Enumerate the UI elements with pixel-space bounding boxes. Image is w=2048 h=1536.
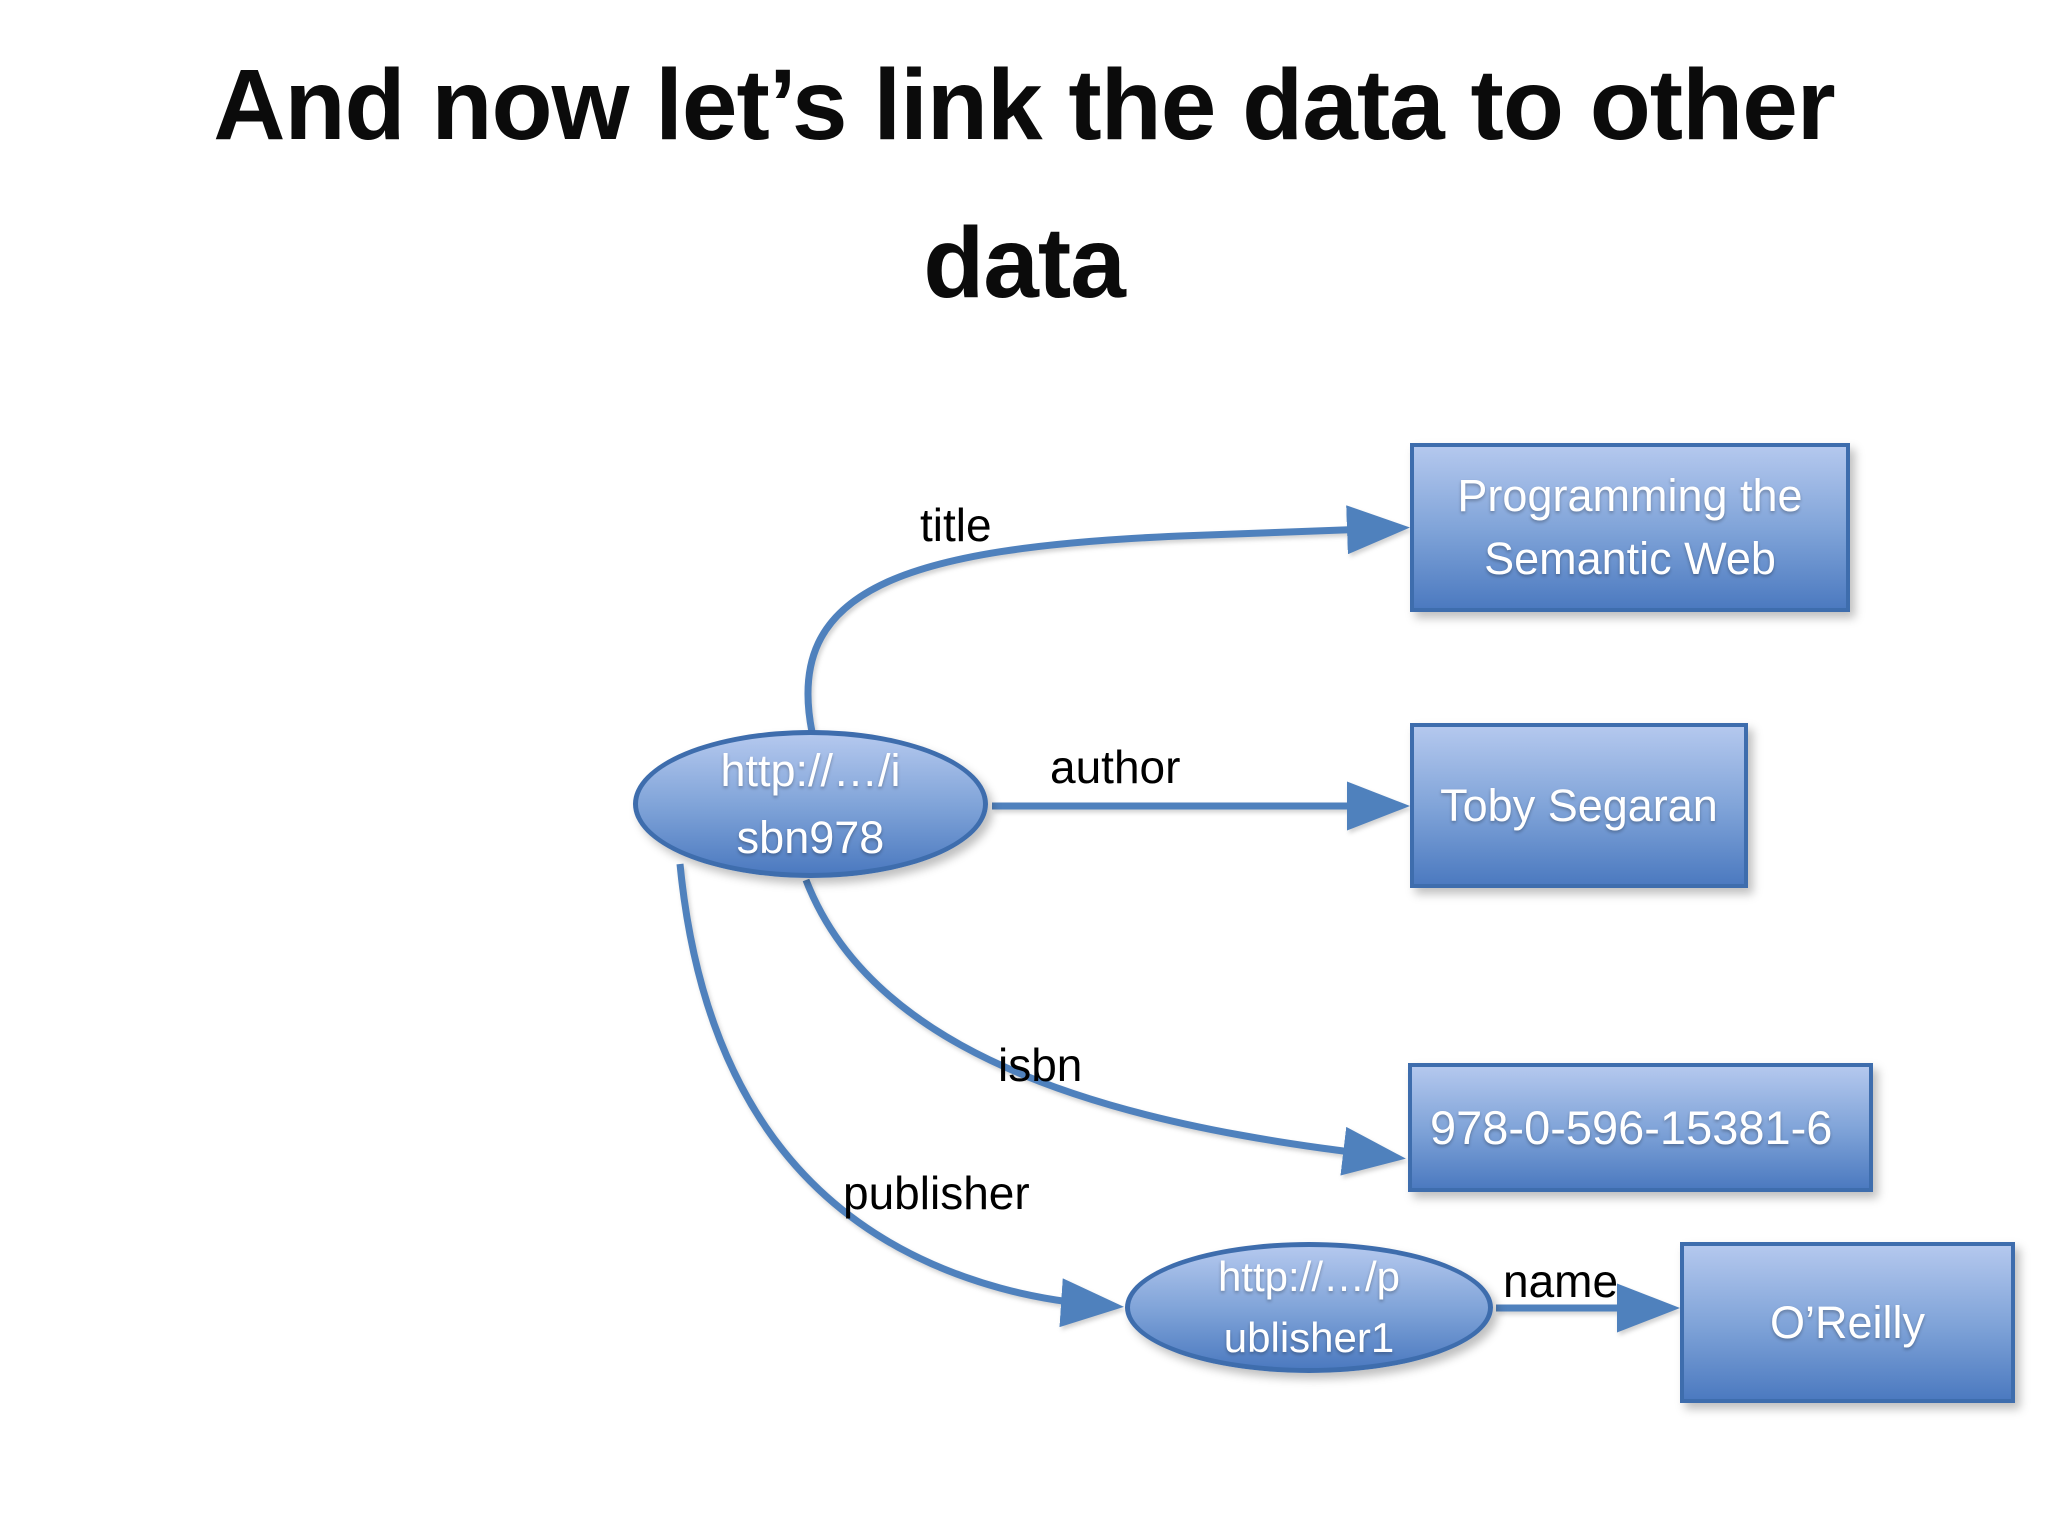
node-publisher-name: O’Reilly bbox=[1680, 1242, 2015, 1403]
edge-label-title: title bbox=[920, 499, 992, 551]
edge-label-author: author bbox=[1050, 741, 1181, 793]
node-label-line: Programming the bbox=[1457, 470, 1803, 522]
slide-title: And now let’s link the data to other dat… bbox=[0, 26, 2048, 342]
node-label-line: Semantic Web bbox=[1484, 532, 1776, 584]
edge-isbn-arrow bbox=[802, 878, 1406, 1176]
edge-title-arrow bbox=[804, 505, 1410, 733]
node-label-line: http://…/i bbox=[720, 744, 901, 796]
node-label-line: sbn978 bbox=[736, 812, 885, 863]
edge-label-isbn: isbn bbox=[998, 1039, 1083, 1091]
node-label-line: http://…/p bbox=[1217, 1252, 1401, 1300]
node-label: Toby Segaran bbox=[1440, 779, 1718, 831]
slide-title-line: data bbox=[923, 207, 1126, 319]
node-publisher1: http://…/p ublisher1 bbox=[1125, 1242, 1493, 1373]
edge-publisher-arrow bbox=[676, 863, 1124, 1328]
node-label: 978-0-596-15381-6 bbox=[1430, 1101, 1833, 1154]
edge-label-publisher: publisher bbox=[843, 1167, 1030, 1219]
node-isbn-value: 978-0-596-15381-6 bbox=[1408, 1063, 1873, 1192]
slide-title-line: And now let’s link the data to other bbox=[213, 49, 1835, 161]
node-label-line: ublisher1 bbox=[1223, 1313, 1395, 1361]
node-label: O’Reilly bbox=[1769, 1296, 1926, 1348]
node-book-title: Programming the Semantic Web bbox=[1410, 443, 1850, 612]
edge-label-name: name bbox=[1503, 1255, 1619, 1307]
node-author-name: Toby Segaran bbox=[1410, 723, 1748, 888]
node-isbn978: http://…/i sbn978 bbox=[633, 730, 988, 878]
